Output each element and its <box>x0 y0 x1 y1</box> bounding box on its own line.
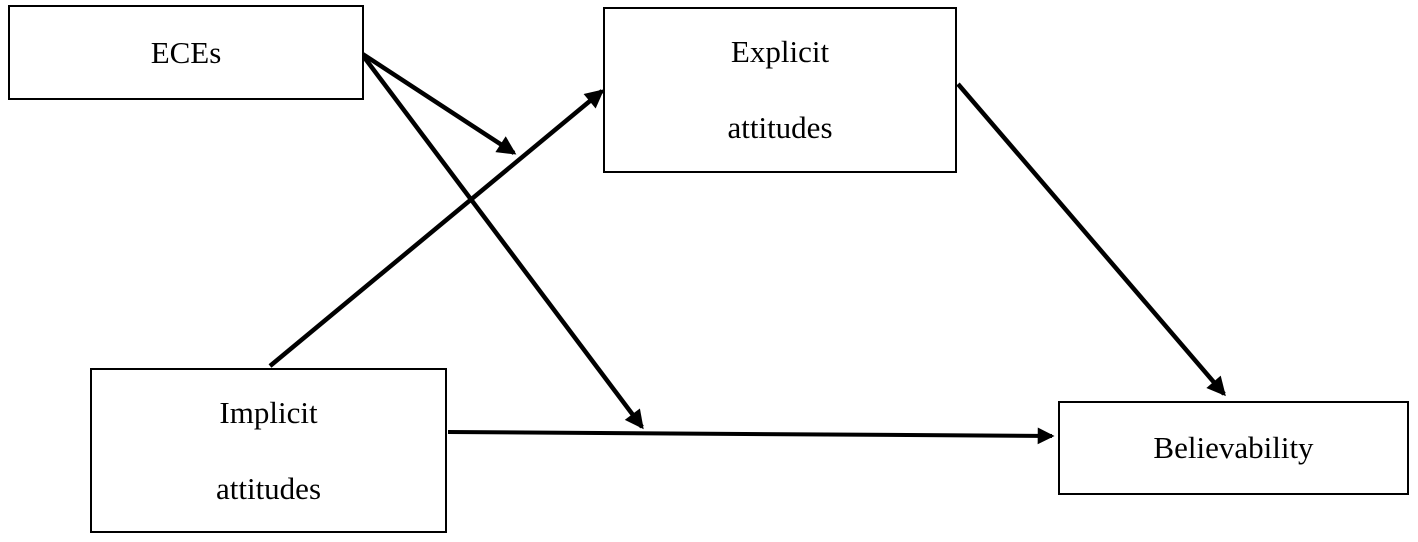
node-implicit-attitudes-label-line2: attitudes <box>215 470 322 506</box>
edge-implicit-to-believability <box>447 427 1055 445</box>
node-eces-label: ECEs <box>150 34 222 70</box>
edge-eces-to-implicit-explicit-path <box>359 51 517 155</box>
node-implicit-attitudes: Implicit attitudes <box>90 368 447 533</box>
edge-explicit-to-believability <box>956 82 1226 397</box>
node-believability-label: Believability <box>1153 430 1314 465</box>
edge-implicit-to-explicit <box>268 89 605 368</box>
node-implicit-attitudes-label-line1: Implicit <box>219 394 318 430</box>
node-explicit-attitudes-label-line2: attitudes <box>727 110 833 145</box>
node-explicit-attitudes: Explicit attitudes <box>603 7 957 173</box>
node-believability: Believability <box>1058 401 1409 495</box>
node-eces: ECEs <box>8 5 364 100</box>
edge-eces-to-implicit-believability-path <box>359 51 644 430</box>
node-explicit-attitudes-label-line1: Explicit <box>730 34 830 69</box>
